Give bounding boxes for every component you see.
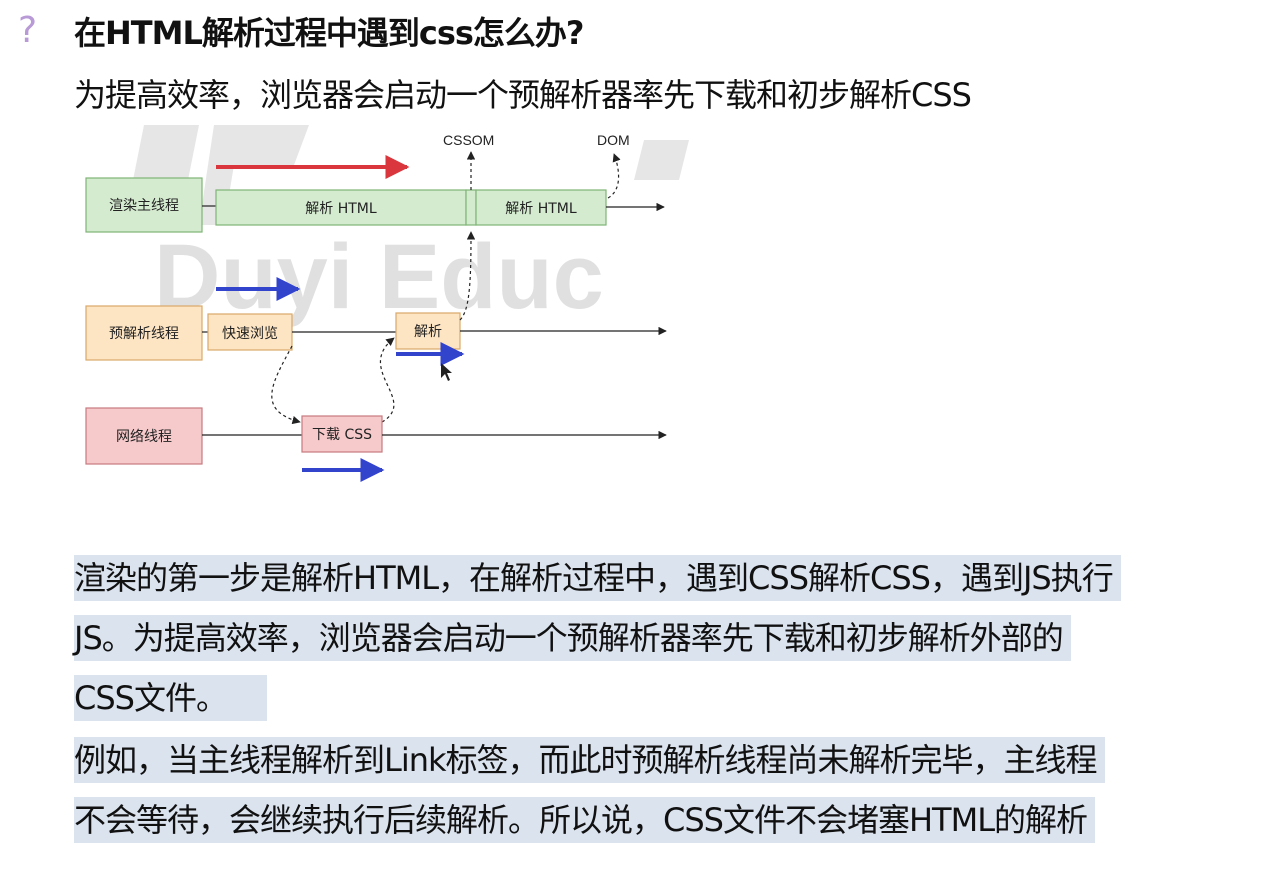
paragraph-2-line-1: 例如，当主线程解析到Link标签，而此时预解析线程尚未解析完毕，主线程 [74,730,1105,790]
dom-label: DOM [597,132,630,148]
network-thread-label: 网络线程 [116,429,172,445]
scan-to-download-dashed-arrow [271,345,301,425]
cssom-marker-bar [465,189,477,226]
download-to-parse-dashed-arrow [379,337,395,423]
parse-html-label-2: 解析 HTML [505,201,577,217]
preparse-thread-label: 预解析线程 [109,326,179,342]
mouse-cursor-icon [441,363,452,381]
paragraph-1-line-1: 渲染的第一步是解析HTML，在解析过程中，遇到CSS解析CSS，遇到JS执行 [74,548,1121,608]
download-css-box [301,415,383,453]
main-thread-label: 渲染主线程 [109,198,179,214]
paragraph-1-line-3: CSS文件。 [74,668,267,728]
cssom-label: CSSOM [443,132,494,148]
watermark-shape [634,140,689,180]
main-thread-box [85,177,203,233]
question-mark-icon: ? [18,10,38,51]
parse-to-main-dashed-arrow [459,231,476,321]
question-title: 在HTML解析过程中遇到css怎么办? [74,14,584,52]
preparse-thread-box [85,305,203,361]
fast-scan-box [207,313,293,351]
paragraph-2-line-2: 不会等待，会继续执行后续解析。所以说，CSS文件不会堵塞HTML的解析 [74,790,1096,850]
download-css-label: 下载 CSS [312,427,372,443]
parse-html-bar-2 [475,189,607,226]
thread-diagram: Duyi Educ CSSOM DOM 渲染主线程 解析 HTML 解析 HTM… [85,125,689,482]
watermark-text: Duyi Educ [154,226,604,328]
intro-text: 为提高效率，浏览器会启动一个预解析器率先下载和初步解析CSS [74,76,972,114]
fast-scan-label: 快速浏览 [222,326,278,342]
parse-box-label: 解析 [414,324,442,340]
dom-dashed-arrow [607,153,621,199]
network-thread-box [85,407,203,465]
parse-html-label-1: 解析 HTML [305,201,377,217]
paragraph-1-line-2: JS。为提高效率，浏览器会启动一个预解析器率先下载和初步解析外部的 [74,608,1071,668]
